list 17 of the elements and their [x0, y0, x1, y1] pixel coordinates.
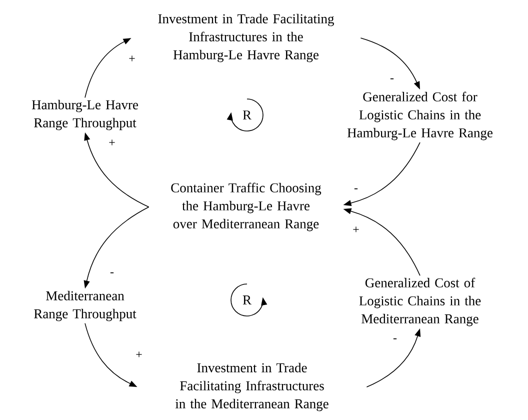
loop-label: R — [242, 296, 252, 304]
variable-text: Generalized Cost for Logistic Chains in the Hamburg-Le Havre Range — [347, 92, 492, 140]
variable-text: Generalized Cost of Logistic Chains in the Mediterranean Range — [359, 278, 481, 326]
variable-text: Investment in Trade Facilitating Infrastructures in the Mediterranean Range — [175, 362, 328, 412]
polarity-sign: + — [108, 138, 116, 148]
polarity-sign: - — [392, 337, 398, 343]
variable-text: Investment in Trade Facilitating Infrastructures in the Hamburg-Le Havre Range — [158, 14, 334, 62]
polarity-sign: - — [389, 77, 395, 83]
variable-text: Container Traffic Choosing the Hamburg-Le Havre over Mediterranean Range — [171, 182, 322, 232]
polarity-sign: + — [352, 226, 360, 234]
polarity-sign: - — [109, 271, 115, 277]
variable-text: Mediterranean Range Throughput — [34, 290, 136, 322]
polarity-sign: + — [134, 350, 144, 360]
polarity-sign: + — [128, 54, 136, 64]
polarity-sign: - — [353, 187, 359, 193]
variable-text: Hamburg-Le Havre Range Throughput — [32, 100, 138, 130]
loop-label: R — [242, 110, 252, 120]
